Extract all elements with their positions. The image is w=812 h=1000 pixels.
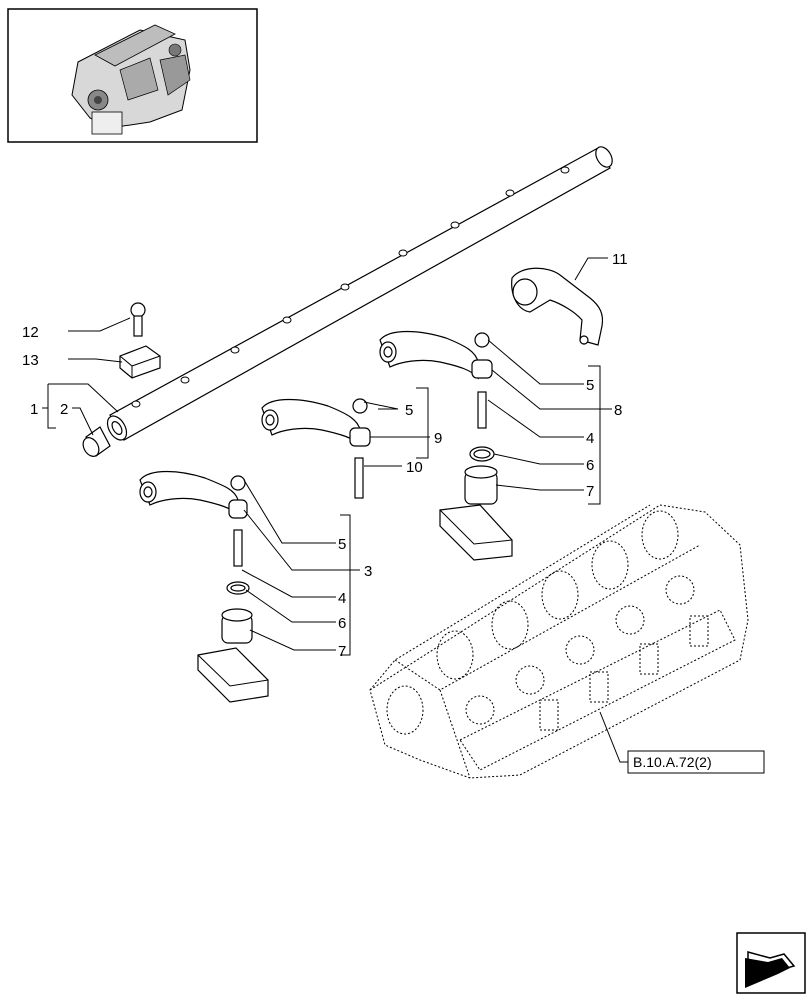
rocker-arm-group-c: [379, 330, 513, 561]
callout-5-c: 5: [586, 377, 594, 394]
callouts: 12 13 1 2 5 9 10 5 3 4 6 7 5 8 4 6 7 11: [22, 251, 628, 660]
leader-lines: [42, 257, 628, 763]
callout-5-a: 5: [338, 536, 346, 553]
callout-9: 9: [434, 430, 442, 447]
callout-3: 3: [364, 563, 372, 580]
callout-10: 10: [406, 459, 423, 476]
engine-thumbnail: [7, 8, 258, 143]
callout-6-c: 6: [586, 457, 594, 474]
callout-11: 11: [612, 251, 628, 268]
callout-12: 12: [22, 324, 39, 341]
callout-5-b: 5: [405, 402, 413, 419]
shaft-plug: [82, 426, 111, 457]
support-13: [119, 345, 161, 379]
callout-4-c: 4: [586, 430, 594, 447]
callout-4-a: 4: [338, 590, 346, 607]
rocker-arm-group-b: [261, 398, 371, 499]
reference-link[interactable]: B.10.A.72(2): [627, 750, 765, 774]
reference-label[interactable]: B.10.A.72(2): [633, 754, 712, 770]
callout-6-a: 6: [338, 615, 346, 632]
screw-12: [130, 302, 146, 337]
callout-8: 8: [614, 402, 622, 419]
next-page-arrow-icon[interactable]: [736, 932, 806, 994]
rocker-shaft: [106, 146, 613, 441]
engine-thumbnail-icon: [71, 24, 191, 135]
cylinder-head: [369, 504, 749, 779]
rocker-arm-11: [511, 267, 604, 346]
rocker-arm-group-a: [139, 470, 269, 703]
callout-1: 1: [30, 401, 38, 418]
callout-13: 13: [22, 352, 39, 369]
callout-7-a: 7: [338, 643, 346, 660]
callout-7-c: 7: [586, 483, 594, 500]
callout-2: 2: [60, 401, 68, 418]
